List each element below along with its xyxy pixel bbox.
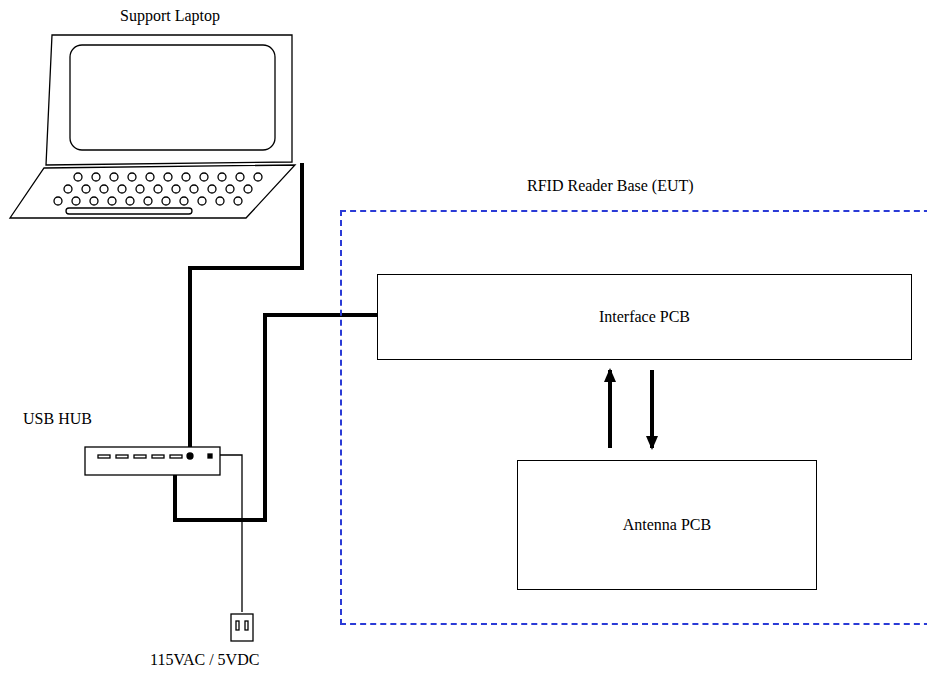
- hub-port: [116, 455, 128, 458]
- key: [54, 197, 62, 205]
- key: [180, 197, 188, 205]
- key: [236, 173, 244, 181]
- cable-line: [220, 455, 242, 612]
- hub-port: [98, 455, 110, 458]
- key: [144, 197, 152, 205]
- box-label: Interface PCB: [599, 307, 690, 326]
- node-label: Support Laptop: [120, 6, 220, 25]
- key: [218, 173, 226, 181]
- plug-prong: [236, 621, 239, 630]
- hub-power-jack: [208, 454, 212, 458]
- cable-line: [190, 165, 302, 447]
- signal-arrow: [650, 370, 654, 448]
- key: [108, 197, 116, 205]
- key: [198, 197, 206, 205]
- key: [136, 185, 144, 193]
- key: [172, 185, 180, 193]
- key: [154, 185, 162, 193]
- key: [234, 197, 242, 205]
- key: [82, 185, 90, 193]
- key: [254, 173, 262, 181]
- interface-pcb-box: Interface PCB: [377, 274, 912, 360]
- hub-body: [85, 447, 220, 475]
- key: [182, 173, 190, 181]
- power-plug-illustration: [231, 614, 253, 641]
- laptop-illustration: [10, 35, 295, 218]
- cable-line: [175, 315, 377, 520]
- usb-hub-node: USB HUB: [85, 447, 220, 475]
- laptop-node: Support Laptop: [10, 32, 300, 218]
- signal-arrow: [608, 370, 612, 448]
- node-label: 115VAC / 5VDC: [150, 650, 259, 669]
- hub-port: [152, 455, 164, 458]
- key: [200, 173, 208, 181]
- key: [64, 185, 72, 193]
- key: [216, 197, 224, 205]
- laptop-lid: [46, 35, 292, 165]
- node-label: RFID Reader Base (EUT): [527, 176, 694, 195]
- key: [100, 185, 108, 193]
- node-label: USB HUB: [23, 409, 92, 428]
- key: [74, 173, 82, 181]
- key: [126, 197, 134, 205]
- key: [208, 185, 216, 193]
- plug-prong: [245, 621, 248, 630]
- power-plug-node: 115VAC / 5VDC: [230, 612, 254, 642]
- hub-upstream-port: [187, 453, 193, 459]
- key: [92, 173, 100, 181]
- key: [164, 173, 172, 181]
- plug-body: [231, 614, 253, 641]
- antenna-pcb-box: Antenna PCB: [517, 460, 817, 590]
- key: [72, 197, 80, 205]
- laptop-screen: [70, 45, 275, 150]
- key: [128, 173, 136, 181]
- key: [190, 185, 198, 193]
- laptop-touchpad: [66, 208, 192, 214]
- key: [162, 197, 170, 205]
- hub-port: [170, 455, 182, 458]
- key: [90, 197, 98, 205]
- key: [226, 185, 234, 193]
- key: [146, 173, 154, 181]
- key: [118, 185, 126, 193]
- box-label: Antenna PCB: [623, 515, 711, 534]
- key: [110, 173, 118, 181]
- usb-hub-illustration: [85, 447, 220, 475]
- laptop-keys: [54, 173, 262, 205]
- laptop-base: [10, 165, 295, 218]
- hub-port: [134, 455, 146, 458]
- key: [244, 185, 252, 193]
- reader-base-region: RFID Reader Base (EUT)Interface PCBAnten…: [340, 210, 927, 625]
